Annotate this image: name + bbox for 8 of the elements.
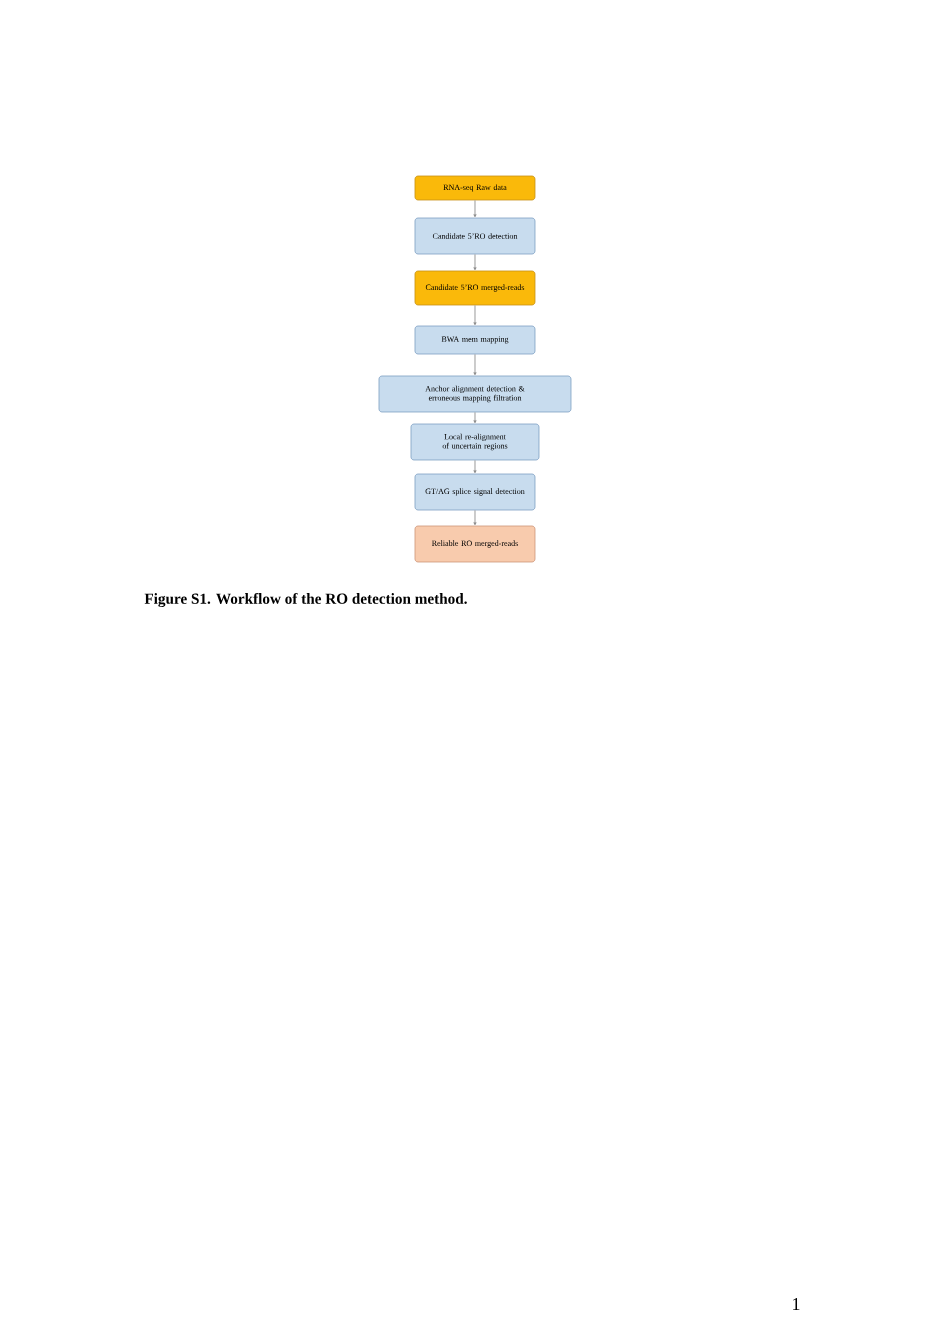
- arrow: [473, 460, 477, 474]
- arrow: [473, 200, 477, 218]
- arrow: [473, 412, 477, 424]
- page-number: 1: [793, 1298, 800, 1310]
- arrow: [473, 305, 477, 326]
- arrow: [473, 354, 477, 376]
- arrow: [473, 510, 477, 526]
- arrow: [473, 254, 477, 271]
